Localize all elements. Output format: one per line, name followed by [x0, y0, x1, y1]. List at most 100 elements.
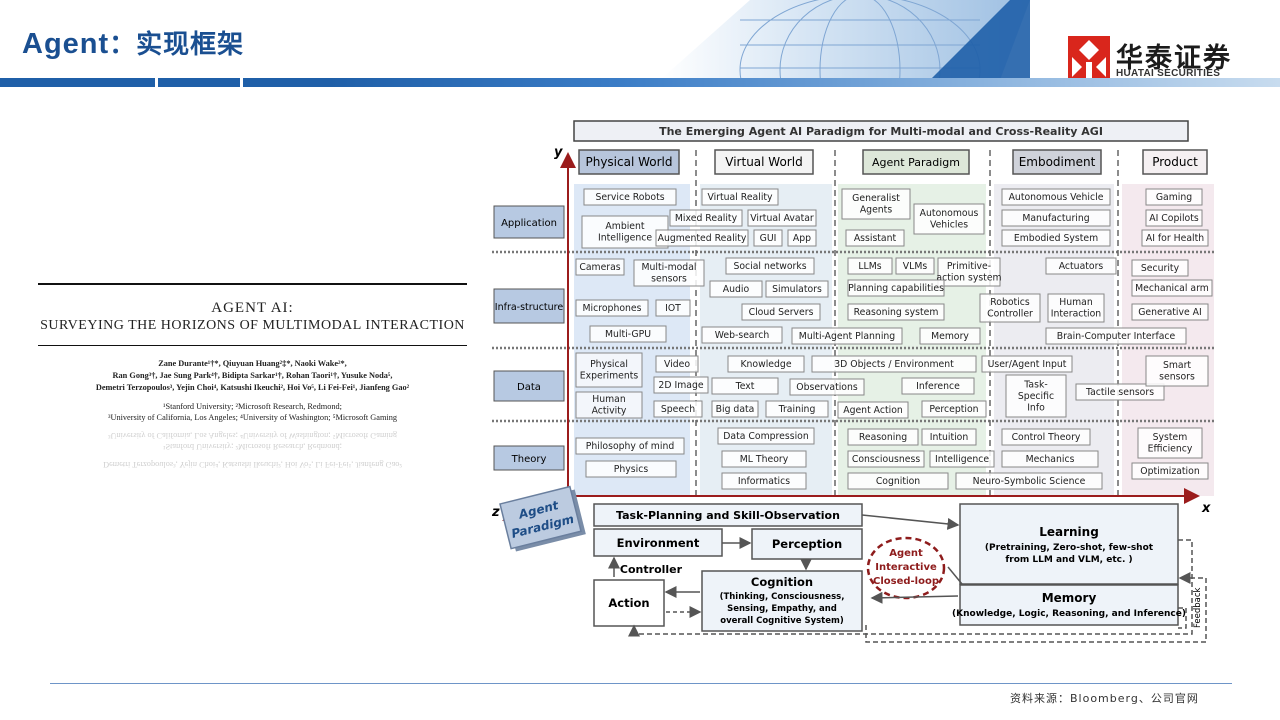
grid-cell-label: Agent Action [843, 405, 903, 416]
row-label-data [493, 370, 565, 402]
grid-cell-box [575, 391, 643, 419]
grid-cell-box [585, 460, 677, 478]
grid-cell-box [789, 378, 865, 396]
row-label-infrastructure [493, 288, 565, 324]
footer-rule [50, 683, 1232, 684]
grid-cell-label: Assistant [854, 233, 897, 244]
flow-arrow [870, 591, 959, 604]
column-header-physical-world [578, 149, 680, 175]
grid-cell-label: Mixed Reality [675, 213, 738, 224]
header-bar-right [330, 78, 1280, 87]
agent-interactive-loop: Task-Planning and Skill-Observation Envi… [593, 503, 1207, 643]
grid-cell-label: GUI [760, 233, 777, 244]
closed-loop-text: Interactive [875, 562, 937, 573]
grid-cell-label: Philosophy of mind [586, 441, 675, 452]
column-header-label: Virtual World [725, 155, 802, 169]
grid-cell-label: App [793, 233, 811, 244]
grid-cell-box [717, 427, 815, 445]
grid-cell-box [929, 450, 995, 468]
grid-cell-label: Multi-modal [641, 262, 696, 273]
grid-cell-box [847, 257, 893, 275]
perception-box [751, 528, 863, 560]
grid-cell-box [575, 352, 643, 388]
paper-title-line1: AGENT AI: [211, 300, 294, 316]
grid-cell-box [727, 355, 805, 373]
grid-cell-label: Big data [716, 404, 755, 415]
grid-cell-label: Vehicles [930, 220, 968, 231]
flow-arrow [947, 566, 963, 585]
page-title: Agent：实现框架 [22, 24, 244, 61]
grid-cell-box [1001, 209, 1111, 227]
grid-cell-box [1047, 293, 1105, 323]
grid-cell-box [753, 229, 783, 247]
grid-cell-label: Mechanical arm [1135, 283, 1209, 294]
bar-separator [240, 78, 243, 87]
grid-cell-label: Social networks [733, 261, 806, 272]
grid-cell-label: 2D Image [658, 380, 703, 391]
grid-cell-label: Robotics [990, 297, 1030, 308]
grid-cell-label: Optimization [1140, 466, 1200, 477]
grid-cell-box [721, 472, 807, 490]
grid-cell-label: Virtual Reality [707, 192, 773, 203]
grid-cell-box [589, 325, 667, 343]
closed-loop-text: Agent [889, 548, 923, 559]
cognition-box [701, 570, 863, 632]
row-labels: Application Infra-structure Data Theory [493, 205, 565, 471]
grid-cell-box [721, 450, 807, 468]
column-headers: Physical World Virtual World Agent Parad… [578, 149, 1208, 175]
grid-cell-label: Cameras [579, 262, 620, 273]
column-header-label: Product [1152, 155, 1198, 169]
grid-cell-box [847, 428, 919, 446]
grid-cell-label: Tactile sensors [1085, 387, 1154, 398]
huatai-logo: 华泰证券 HUATAI SECURITIES [1068, 36, 1238, 84]
feedback-path [1178, 607, 1187, 629]
grid-cell-label: User/Agent Input [988, 359, 1067, 370]
grid-cell-box [913, 203, 985, 235]
paper-authors-line2: Ran Gong³†, Jae Sung Park⁴†, Bidipta Sar… [112, 371, 393, 380]
grid-cell-box [575, 437, 685, 455]
row-label-text: Application [501, 218, 557, 229]
grid-cell-label: Perception [929, 404, 978, 415]
grid-cell-box [1145, 188, 1203, 206]
huatai-logo-mark-icon [1068, 36, 1110, 78]
grid-cell-label: Autonomous Vehicle [1009, 192, 1104, 203]
closed-loop-text: Closed-loop [873, 576, 939, 587]
grid-cell-label: Human [1059, 297, 1093, 308]
grid-cell-label: AI for Health [1146, 233, 1204, 244]
grid-cell-box [847, 279, 945, 297]
grid-cell-label: action system [936, 273, 1001, 284]
grid-cell-label: Service Robots [595, 192, 664, 203]
grid-cell-label: Memory [931, 331, 969, 342]
grid-cell-box [741, 303, 821, 321]
grid-cell-label: Specific [1018, 391, 1054, 402]
z-axis-label: z [491, 505, 500, 520]
agent-paradigm-badge: Agent Paradigm [499, 485, 586, 552]
grid-cell-box [709, 280, 763, 298]
paper-reflection: Demetri Terzopoulos³, Yejin Choi⁴, Katsu… [103, 460, 402, 469]
agent-ai-paradigm-figure: The Emerging Agent AI Paradigm for Multi… [486, 112, 1220, 650]
paper-top-rule [38, 283, 467, 285]
grid-cell-box [725, 257, 815, 275]
grid-cell-label: Gaming [1156, 192, 1192, 203]
grid-cell-box [1001, 229, 1111, 247]
grid-cell-box [701, 188, 779, 206]
grid-cell-box [701, 326, 783, 344]
grid-cell-box [711, 400, 759, 418]
grid-cell-box [765, 400, 829, 418]
grid-cell-label: IOT [665, 303, 681, 314]
action-label: Action [608, 596, 649, 610]
grid-cell-label: Control Theory [1012, 432, 1081, 443]
grid-cell-box [653, 400, 703, 418]
grid-cell-label: Intuition [930, 432, 969, 443]
grid-cell-label: AI Copilots [1149, 213, 1199, 224]
grid-cell-label: Generalist [852, 193, 900, 204]
grid-cell-label: Physics [614, 464, 649, 475]
grid-cell-label: Task- [1023, 379, 1047, 390]
grid-cell-box [901, 377, 975, 395]
learning-desc: (Pretraining, Zero-shot, few-shot [985, 543, 1154, 553]
grid-cell-label: Agents [860, 205, 893, 216]
grid-cell-label: Informatics [738, 476, 790, 487]
grid-cell-box [747, 209, 817, 227]
grid-cell-label: sensors [1159, 372, 1195, 383]
paper-authors-line3: Demetri Terzopoulos³, Yejin Choi⁴, Katsu… [95, 383, 410, 392]
